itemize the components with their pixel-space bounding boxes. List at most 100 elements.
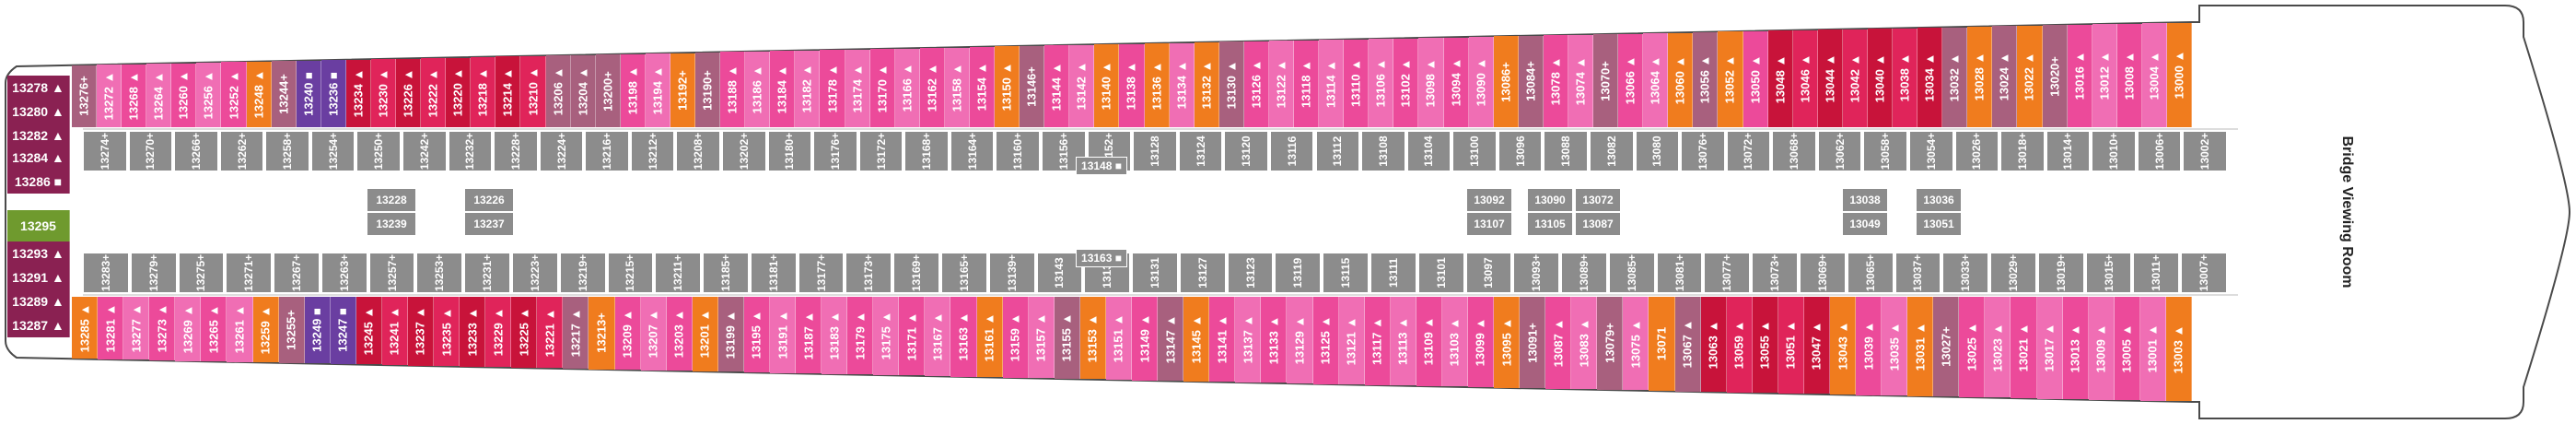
inner-cabin-bottom[interactable]: 13169+ [893,253,939,293]
cabin-top[interactable]: 13218 ▲ [471,56,496,127]
cabin-top[interactable]: 13114 ▲ [1319,40,1345,127]
inner-cabin-top[interactable]: 13262+ [219,131,264,171]
inner-cabin-top[interactable]: 13072+ [1726,131,1771,171]
cabin-bottom[interactable]: 13265 ▲ [201,297,227,362]
cabin-top[interactable]: 13252 ▲ [221,62,247,127]
aft-cabin[interactable]: 13278 ▲ [7,76,70,100]
inner-cabin-bottom[interactable]: 13019+ [2037,253,2084,293]
inner-cabin-bottom[interactable]: 13211+ [655,253,702,293]
inner-cabin-bottom[interactable]: 13143 [1036,253,1083,293]
cabin-top[interactable]: 13222 ▲ [421,58,447,127]
midship-cabin[interactable]: 13228 [367,188,416,212]
cabin-top[interactable]: 13236 ■ [321,60,346,127]
inner-cabin-top[interactable]: 13096 [1498,131,1543,171]
cabin-bottom[interactable]: 13245 ▲ [356,297,382,365]
cabin-bottom[interactable]: 13009 ▲ [2088,297,2115,400]
inner-cabin-top[interactable]: 13120 [1224,131,1268,171]
midship-cabin[interactable]: 13226 [464,188,514,212]
cabin-top[interactable]: 13230 ▲ [370,59,397,127]
cabin-top[interactable]: 13226 ▲ [396,58,422,127]
cabin-bottom[interactable]: 13179 ▲ [847,297,874,375]
cabin-top[interactable]: 13170 ▲ [869,49,895,127]
inner-cabin-top[interactable]: 13018+ [2000,131,2045,171]
cabin-top[interactable]: 13064 ▲ [1643,33,1669,127]
cabin-top[interactable]: 13086+ [1493,36,1519,127]
cabin-top[interactable]: 13186 ▲ [745,51,771,127]
cabin-bottom[interactable]: 13241 ▲ [381,297,408,366]
inner-cabin-bottom[interactable]: 13081+ [1656,253,1703,293]
cabin-bottom[interactable]: 13203 ▲ [666,297,693,371]
cabin-bottom[interactable]: 13031 ▲ [1907,297,1934,396]
cabin-bottom[interactable]: 13261 ▲ [227,297,253,362]
cabin-top[interactable]: 13136 ▲ [1144,43,1170,127]
inner-cabin-top[interactable]: 13228+ [494,131,538,171]
aft-cabin[interactable]: 13284 ▲ [7,146,70,170]
aft-cabin[interactable]: 13282 ▲ [7,124,70,147]
cabin-top[interactable]: 13032 ▲ [1942,27,1968,127]
cabin-top[interactable]: 13184 ▲ [770,51,796,127]
inner-cabin-bottom[interactable]: 13123 [1227,253,1274,293]
inner-cabin-bottom[interactable]: 13177+ [798,253,845,293]
inner-cabin-bottom[interactable]: 13111 [1370,253,1416,293]
cabin-bottom[interactable]: 13059 ▲ [1726,297,1753,393]
cabin-top[interactable]: 13060 ▲ [1668,32,1694,127]
cabin-bottom[interactable]: 13055 ▲ [1752,297,1778,394]
midship-cabin[interactable]: 13107 [1466,212,1512,236]
cabin-top[interactable]: 13016 ▲ [2067,24,2092,127]
cabin-top[interactable]: 13122 ▲ [1268,41,1295,127]
inner-cabin-top[interactable]: 13212+ [630,131,675,171]
cabin-top[interactable]: 13174 ▲ [845,49,870,127]
cabin-top[interactable]: 13066 ▲ [1618,33,1644,127]
inner-cabin-bottom[interactable]: 13181+ [750,253,797,293]
inner-cabin-top[interactable]: 13002+ [2183,131,2227,171]
cabin-bottom[interactable]: 13121 ▲ [1338,297,1365,385]
cabin-top[interactable]: 13022 ▲ [2017,25,2043,127]
cabin-bottom[interactable]: 13075 ▲ [1623,297,1649,391]
inner-cabin-top[interactable]: 13068+ [1772,131,1816,171]
cabin-bottom[interactable]: 13229 ▲ [485,297,512,368]
inner-cabin-bottom[interactable]: 13283+ [83,253,129,293]
midship-cabin[interactable]: 13237 [464,212,514,236]
inner-cabin-bottom[interactable]: 13173+ [845,253,892,293]
cabin-top[interactable]: 13190+ [695,53,721,127]
cabin-bottom[interactable]: 13021 ▲ [2011,297,2037,398]
aft-cabin[interactable]: 13295 [7,210,70,241]
inner-cabin-bottom[interactable]: 13219+ [559,253,606,293]
cabin-bottom[interactable]: 13235 ▲ [434,297,460,367]
inner-cabin-top[interactable]: 13128 [1133,131,1177,171]
inner-cabin-top[interactable]: 13160+ [996,131,1041,171]
cabin-bottom[interactable]: 13083 ▲ [1571,297,1598,390]
cabin-bottom[interactable]: 13003 ▲ [2165,297,2192,402]
cabin-top[interactable]: 13130 ▲ [1218,41,1244,127]
cabin-bottom[interactable]: 13175 ▲ [873,297,900,375]
cabin-bottom[interactable]: 13087 ▲ [1545,297,1572,389]
inner-cabin-top[interactable]: 13202+ [722,131,766,171]
cabin-top[interactable]: 13004 ▲ [2141,23,2167,127]
midship-cabin[interactable]: 13092 [1466,188,1512,212]
cabin-top[interactable]: 13162 ▲ [919,48,945,127]
cabin-bottom[interactable]: 13273 ▲ [149,297,176,360]
inner-cabin-top[interactable]: 13082 [1589,131,1634,171]
inner-cabin-bottom[interactable]: 13119 [1275,253,1322,293]
cabin-top[interactable]: 13118 ▲ [1294,40,1320,127]
midship-cabin[interactable]: 13036 [1916,188,1962,212]
cabin-top[interactable]: 13074 ▲ [1568,34,1594,127]
cabin-top[interactable]: 13028 ▲ [1967,26,1993,127]
cabin-top[interactable]: 13050 ▲ [1743,30,1768,127]
inner-cabin-top[interactable]: 13168+ [904,131,949,171]
cabin-top[interactable]: 13248 ▲ [246,61,272,127]
cabin-top[interactable]: 13106 ▲ [1369,39,1394,127]
inner-cabin-bottom[interactable]: 13069+ [1800,253,1846,293]
cabin-bottom[interactable]: 13277 ▲ [123,297,150,360]
inner-cabin-top[interactable]: 13270+ [128,131,173,171]
cabin-top[interactable]: 13144 ▲ [1044,45,1070,127]
cabin-bottom[interactable]: 13285 ▲ [72,297,99,359]
cabin-bottom[interactable]: 13117 ▲ [1364,297,1391,385]
inner-cabin-bottom[interactable]: 13033+ [1942,253,1989,293]
cabin-bottom[interactable]: 13137 ▲ [1235,297,1262,383]
aft-cabin[interactable]: 13293 ▲ [7,241,70,265]
cabin-bottom[interactable]: 13255+ [278,297,305,363]
aft-cabin[interactable]: 13286 ■ [7,170,70,194]
inner-cabin-top[interactable]: 13010+ [2092,131,2136,171]
cabin-top[interactable]: 13070+ [1593,34,1619,127]
